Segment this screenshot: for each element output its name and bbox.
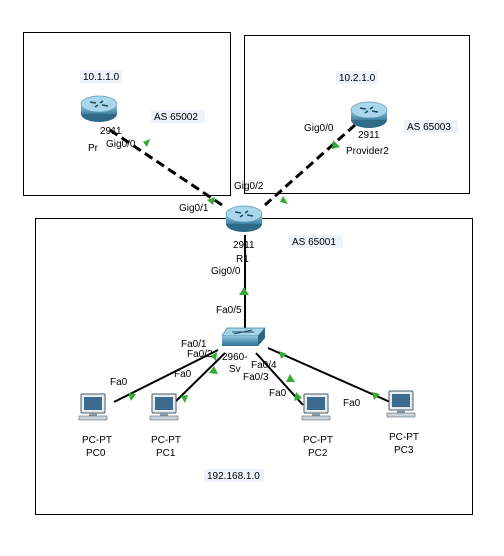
port-r1-gig02: Gig0/2 [234, 181, 264, 192]
port-provider1-gig00: Gig0/0 [106, 139, 136, 150]
router-provider1[interactable] [80, 95, 118, 123]
switch-name: Sv [229, 364, 241, 375]
port-sw-fa01: Fa0/1 [181, 339, 207, 350]
link-up-icon [279, 351, 287, 359]
provider1-model: 2911 [100, 126, 122, 137]
router-provider2[interactable] [350, 101, 388, 129]
link-up-icon [372, 392, 380, 400]
pc-pc0[interactable] [78, 393, 108, 421]
port-pc3-fa0: Fa0 [343, 398, 361, 409]
link-up-icon [286, 374, 295, 382]
port-pc0-fa0: Fa0 [110, 377, 128, 388]
port-sw-fa02: Fa0/2 [187, 349, 213, 360]
network-label-right: 10.2.1.0 [339, 73, 376, 84]
link-up-icon [294, 392, 302, 401]
as-label-right: AS 65003 [407, 122, 451, 133]
link-up-icon [128, 393, 136, 401]
link-status-markers [128, 139, 380, 403]
port-provider2-gig00: Gig0/0 [304, 123, 334, 134]
link-up-icon [211, 352, 217, 361]
link-up-icon [332, 140, 340, 149]
port-pc1-fa0: Fa0 [174, 369, 192, 380]
lan-network-label: 192.168.1.0 [207, 471, 260, 482]
port-r1-gig01: Gig0/1 [179, 203, 209, 214]
port-sw-fa05: Fa0/5 [216, 305, 242, 316]
pc0-name: PC0 [86, 448, 106, 459]
port-r1-gig00: Gig0/0 [211, 266, 241, 277]
switch-model: 2960- [222, 352, 248, 363]
link-up-icon [143, 139, 150, 147]
link-up-icon [239, 287, 249, 295]
as-65002-area [23, 32, 231, 196]
link-switch-pc0 [113, 349, 219, 403]
link-switch-pc1 [171, 352, 226, 406]
pc0-type: PC-PT [82, 435, 112, 446]
pc-pc1[interactable] [149, 393, 179, 421]
link-up-icon [280, 196, 288, 204]
provider2-model: 2911 [358, 130, 380, 141]
pc2-type: PC-PT [303, 435, 333, 446]
pc1-type: PC-PT [151, 435, 181, 446]
link-up-icon [207, 197, 215, 205]
pc1-name: PC1 [156, 448, 176, 459]
r1-name: R1 [236, 254, 249, 265]
port-pc2-fa0: Fa0 [269, 388, 287, 399]
links [109, 123, 391, 406]
switch-sw[interactable] [221, 327, 266, 346]
as-label-left: AS 65002 [154, 112, 198, 123]
pc-pc3[interactable] [386, 390, 416, 418]
pc-pc2[interactable] [301, 393, 331, 421]
as-65003-area [244, 35, 470, 194]
pc3-name: PC3 [394, 445, 414, 456]
r1-model: 2911 [233, 240, 255, 251]
network-label-left: 10.1.1.0 [83, 72, 120, 83]
pc3-type: PC-PT [389, 432, 419, 443]
provider2-name: Provider2 [346, 146, 389, 157]
link-switch-pc3 [267, 347, 391, 403]
port-sw-fa04: Fa0/4 [251, 360, 277, 371]
link-up-icon [181, 395, 188, 403]
link-up-icon [209, 366, 218, 374]
port-sw-fa03: Fa0/3 [243, 372, 269, 383]
link-provider1-r1 [109, 128, 223, 207]
link-provider2-r1 [264, 123, 356, 207]
as-label-bottom: AS 65001 [292, 237, 336, 248]
router-r1[interactable] [225, 205, 263, 233]
pc2-name: PC2 [308, 448, 328, 459]
provider1-name: Pr [88, 143, 99, 154]
